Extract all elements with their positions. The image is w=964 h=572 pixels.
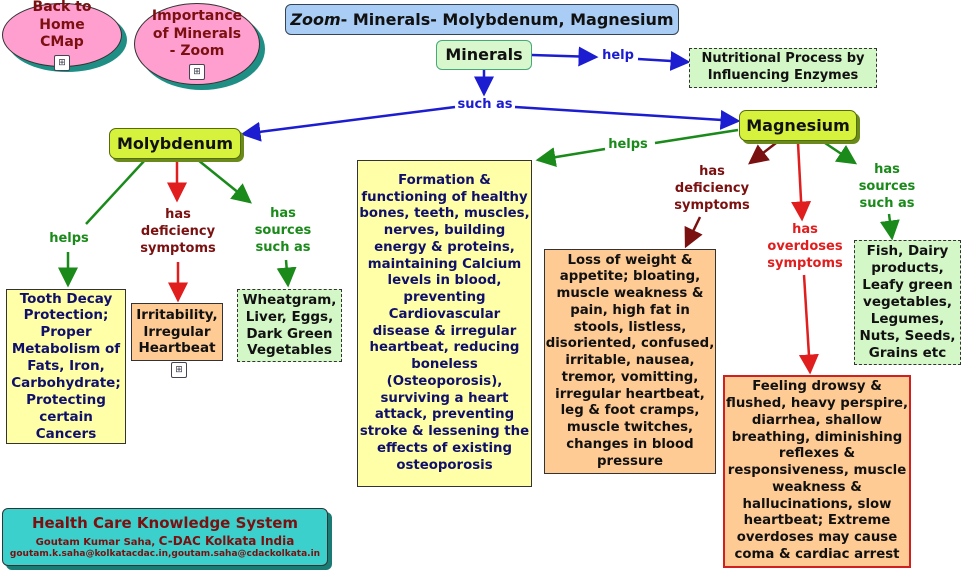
arrow-mg-deficiency-target [684,216,703,249]
concept-nutritional-process-label: Nutritional Process by Influencing Enzym… [701,51,865,83]
arrow-mg-helps-target [535,147,606,168]
concept-minerals-label: Minerals [445,45,523,64]
concept-mg-sources-target[interactable]: Fish, Dairy products, Leafy green vegeta… [854,240,961,365]
title-rest: - Minerals- Molybdenum, Magnesium [340,9,674,29]
arrow-mg-overdose [791,142,812,222]
arrow-mg-overdose-target [798,274,819,375]
concept-mo-sources-target[interactable]: Wheatgram, Liver, Eggs, Dark Green Veget… [237,289,342,362]
concept-map-icon[interactable]: ⊞ [54,54,70,71]
footer-system-name: Health Care Knowledge System [31,514,299,532]
arrow-minerals-help [531,46,599,67]
link-label-such-as[interactable]: such as [457,97,513,112]
concept-mg-helps-target[interactable]: Formation & functioning of healthy bones… [357,160,532,487]
footer-author: Goutam Kumar Saha, [35,537,159,548]
footer-credits: Health Care Knowledge System Goutam Kuma… [2,508,328,566]
concept-mg-deficiency-target[interactable]: Loss of weight & appetite; bloating, mus… [544,249,716,474]
arrow-mg-helps [654,128,739,145]
concept-magnesium[interactable]: Magnesium [739,110,857,141]
link-label-mg-helps[interactable]: helps [608,137,648,152]
concept-magnesium-label: Magnesium [746,115,850,135]
concept-map-icon[interactable]: ⊞ [171,362,187,378]
concept-mo-helps-target[interactable]: Tooth Decay Protection; Proper Metabolis… [6,289,126,444]
importance-of-minerals-button[interactable]: Importance of Minerals - Zoom ⊞ [134,3,260,85]
arrow-mg-sources [824,141,858,165]
arrow-mo-sources-target [276,259,297,288]
concept-mo-helps-target-label: Tooth Decay Protection; Proper Metabolis… [11,290,121,442]
link-label-mo-sources[interactable]: has sources such as [254,206,312,255]
concept-mg-helps-target-label: Formation & functioning of healthy bones… [359,172,530,473]
arrow-suchas-molybdenum [240,105,456,142]
arrow-mg-deficiency [748,142,777,165]
link-label-help[interactable]: help [602,48,634,63]
link-label-mg-overdose[interactable]: has overdoses symptoms [767,222,843,271]
footer-org: C-DAC Kolkata India [158,534,295,548]
concept-mg-deficiency-target-label: Loss of weight & appetite; bloating, mus… [545,252,715,469]
arrow-mo-sources [197,159,252,204]
concept-map-icon[interactable]: ⊞ [189,63,205,80]
title-prefix: Zoom [290,9,341,29]
concept-minerals[interactable]: Minerals [436,40,532,70]
concept-mg-sources-target-label: Fish, Dairy products, Leafy green vegeta… [859,243,956,361]
arrow-mg-sources-target [879,213,900,241]
concept-nutritional-process[interactable]: Nutritional Process by Influencing Enzym… [689,48,877,88]
concept-mo-sources-target-label: Wheatgram, Liver, Eggs, Dark Green Veget… [242,291,337,359]
page-title: Zoom- Minerals- Molybdenum, Magnesium [285,4,679,35]
concept-mo-deficiency-target-label: Irritability, Irregular Heartbeat [136,306,218,357]
back-to-home-label: Back to Home CMap [32,0,92,51]
back-to-home-cmap-button[interactable]: Back to Home CMap ⊞ [2,0,122,71]
importance-label: Importance of Minerals - Zoom [151,8,243,60]
concept-mg-overdose-target-label: Feeling drowsy & flushed, heavy perspire… [725,379,909,562]
footer-emails[interactable]: goutam.k.saha@kolkatacdac.in,goutam.saha… [9,549,321,559]
arrow-help-nutritional [637,50,691,71]
link-label-mg-deficiency[interactable]: has deficiency symptoms [674,164,750,213]
arrow-mo-helps [85,159,146,225]
concept-mo-deficiency-target[interactable]: Irritability, Irregular Heartbeat [131,303,223,361]
footer-author-line: Goutam Kumar Saha, C-DAC Kolkata India [3,534,327,548]
link-label-mo-deficiency[interactable]: has deficiency symptoms [140,207,216,256]
concept-molybdenum[interactable]: Molybdenum [109,128,241,159]
arrow-suchas-magnesium [514,105,741,130]
link-label-mg-sources[interactable]: has sources such as [858,162,916,211]
concept-molybdenum-label: Molybdenum [116,133,234,153]
concept-mg-overdose-target[interactable]: Feeling drowsy & flushed, heavy perspire… [723,375,911,568]
link-label-mo-helps[interactable]: helps [49,231,89,246]
